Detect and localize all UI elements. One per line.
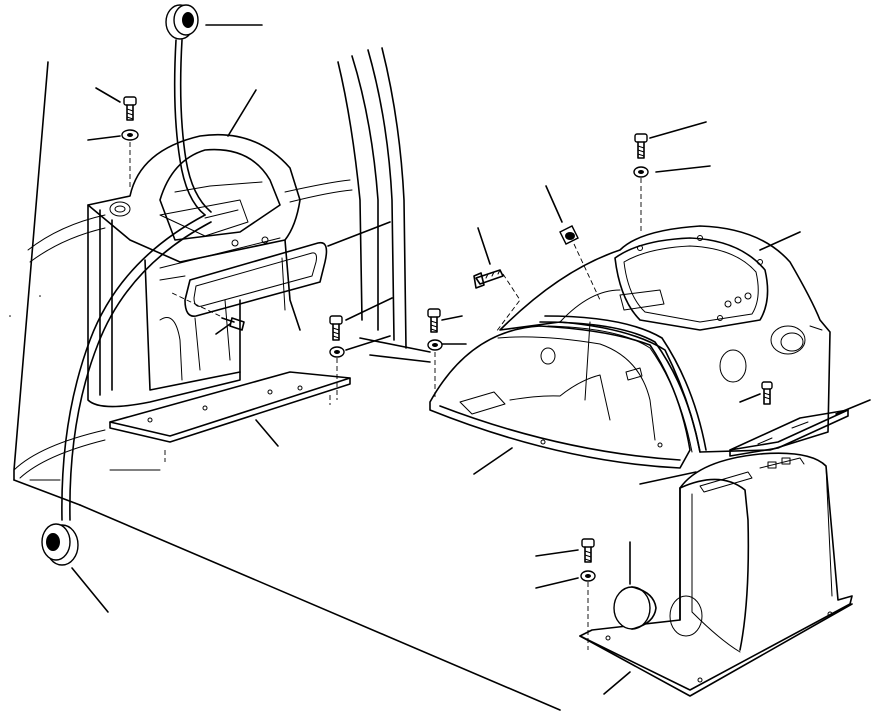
base-callout xyxy=(603,671,631,695)
bolt-right-bottom-callout xyxy=(535,549,579,557)
lower-panel-center xyxy=(429,325,691,469)
screw-center xyxy=(473,269,521,333)
trim-plate-left xyxy=(159,237,328,317)
washer-right-top-callout xyxy=(655,165,711,173)
cap xyxy=(613,586,703,637)
bolt-right-top xyxy=(634,133,648,159)
washer-left-floor-callout xyxy=(345,335,391,351)
washer-right-top xyxy=(633,166,649,232)
bolt-right-bottom xyxy=(581,538,595,563)
floor-plate-left xyxy=(109,371,351,462)
dash-shroud-left-callout xyxy=(227,89,257,137)
cab-frame xyxy=(13,47,561,711)
screw-left-floor-callout xyxy=(345,297,393,321)
grommet-bottom-callout xyxy=(71,567,109,613)
bolt-left-callout xyxy=(95,87,121,103)
lower-panel-callout xyxy=(473,447,513,475)
callout-leaders xyxy=(71,24,871,695)
screw-right-callout xyxy=(739,393,761,403)
hose-assembly xyxy=(61,39,212,521)
bolt-right-top-callout xyxy=(649,121,707,139)
instrument-cover-callout xyxy=(759,231,801,251)
seal-strip xyxy=(539,315,707,453)
screw-right xyxy=(761,381,773,405)
screw-left-mid-callout xyxy=(215,323,231,335)
floor-plate-callout xyxy=(255,419,279,447)
seal-strip-callout xyxy=(639,471,697,485)
panel-base xyxy=(579,452,853,697)
bolt-center-callout xyxy=(441,315,463,321)
dash-shroud-left xyxy=(87,133,301,408)
washer-right-bottom-callout xyxy=(535,577,579,589)
plug xyxy=(559,225,601,301)
plate-right-callout xyxy=(835,399,871,415)
washer-center xyxy=(427,339,443,398)
screw-left-floor xyxy=(329,315,343,341)
grommet-bottom xyxy=(41,523,79,566)
plug-callout xyxy=(545,185,563,223)
instrument-cover xyxy=(499,225,831,453)
plate-right xyxy=(729,409,849,457)
washer-left-floor xyxy=(329,346,345,400)
screw-center-callout xyxy=(477,227,491,265)
screw-left-mid xyxy=(169,291,245,331)
washer-left-callout xyxy=(87,135,121,141)
trim-plate-callout xyxy=(327,221,391,247)
bolt-left xyxy=(123,96,137,121)
grommet-top xyxy=(165,4,199,40)
washer-right-bottom xyxy=(580,570,596,650)
washer-left xyxy=(121,129,139,190)
stray-marks xyxy=(9,295,41,317)
bolt-center xyxy=(427,308,441,333)
